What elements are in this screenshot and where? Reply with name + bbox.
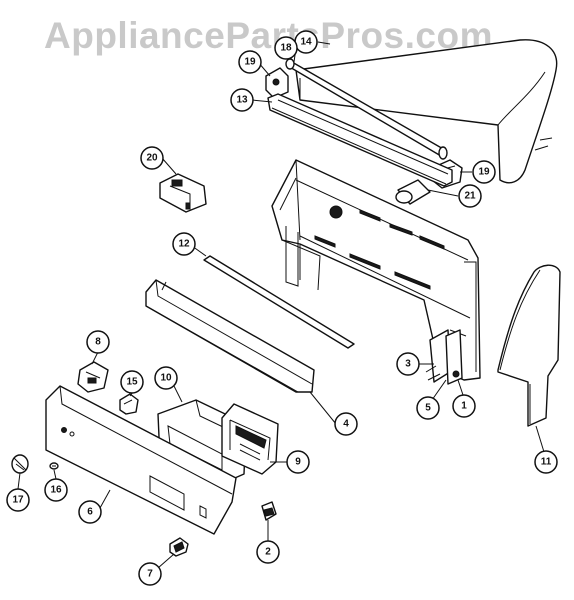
callout-6: 6 [78, 500, 102, 524]
callout-10: 10 [154, 366, 178, 390]
watermark: AppliancePartsPros.com [44, 15, 493, 56]
part-side-end-cap [497, 264, 561, 427]
svg-text:1: 1 [461, 401, 467, 412]
part-top-trim [295, 39, 558, 184]
callout-9: 9 [286, 450, 310, 474]
svg-text:4: 4 [343, 419, 349, 430]
callout-11: 11 [534, 450, 558, 474]
callout-7: 7 [138, 562, 162, 586]
callout-19-top: 19 [238, 50, 262, 74]
callout-17: 17 [6, 488, 30, 512]
callout-3: 3 [396, 352, 420, 376]
callout-19-right: 19 [472, 160, 496, 184]
callout-15: 15 [120, 370, 144, 394]
callout-14: 14 [294, 30, 318, 54]
svg-text:10: 10 [160, 373, 172, 384]
callout-4: 4 [334, 412, 358, 436]
part-knob-clip [49, 462, 59, 470]
svg-text:8: 8 [95, 337, 101, 348]
svg-text:19: 19 [244, 57, 256, 68]
part-channel-bracket [267, 93, 453, 187]
svg-text:7: 7 [147, 569, 153, 580]
svg-text:21: 21 [464, 191, 476, 202]
svg-text:6: 6 [87, 507, 93, 518]
svg-text:5: 5 [425, 403, 431, 414]
callout-5: 5 [416, 396, 440, 420]
part-knob [11, 454, 29, 474]
callout-13: 13 [230, 88, 254, 112]
svg-text:15: 15 [126, 377, 138, 388]
part-long-channel [145, 279, 315, 393]
callout-16: 16 [44, 478, 68, 502]
svg-text:14: 14 [300, 37, 312, 48]
part-end-cap-left [265, 67, 289, 99]
svg-text:17: 17 [12, 495, 24, 506]
callout-20: 20 [140, 146, 164, 170]
svg-text:3: 3 [405, 359, 411, 370]
svg-text:19: 19 [478, 167, 490, 178]
part-backguard-frame [271, 159, 481, 381]
part-cylinder-component [395, 179, 431, 205]
callout-8: 8 [86, 330, 110, 354]
part-small-switch [77, 361, 109, 393]
svg-text:9: 9 [295, 457, 301, 468]
part-small-bottom-bracket [261, 501, 277, 521]
part-small-clip [119, 393, 139, 415]
svg-text:13: 13 [236, 95, 248, 106]
svg-text:18: 18 [280, 43, 292, 54]
leader-16 [53, 469, 57, 480]
svg-text:16: 16 [50, 485, 62, 496]
part-small-bottom-switch [169, 537, 189, 557]
part-small-bracket [159, 173, 207, 213]
part-side-brackets [425, 329, 463, 385]
part-thin-strip [203, 255, 355, 349]
callout-2: 2 [256, 540, 280, 564]
leader-17 [17, 472, 21, 490]
callout-12: 12 [172, 232, 196, 256]
svg-text:20: 20 [146, 153, 158, 164]
callout-1: 1 [452, 394, 476, 418]
part-control-panel [45, 385, 237, 535]
svg-text:12: 12 [178, 239, 190, 250]
callouts: 14 18 19 13 20 19 21 12 8 15 10 4 3 5 1 … [6, 30, 558, 586]
callout-18: 18 [274, 36, 298, 60]
svg-text:11: 11 [541, 457, 552, 468]
callout-21: 21 [458, 184, 482, 208]
svg-text:2: 2 [265, 547, 271, 558]
